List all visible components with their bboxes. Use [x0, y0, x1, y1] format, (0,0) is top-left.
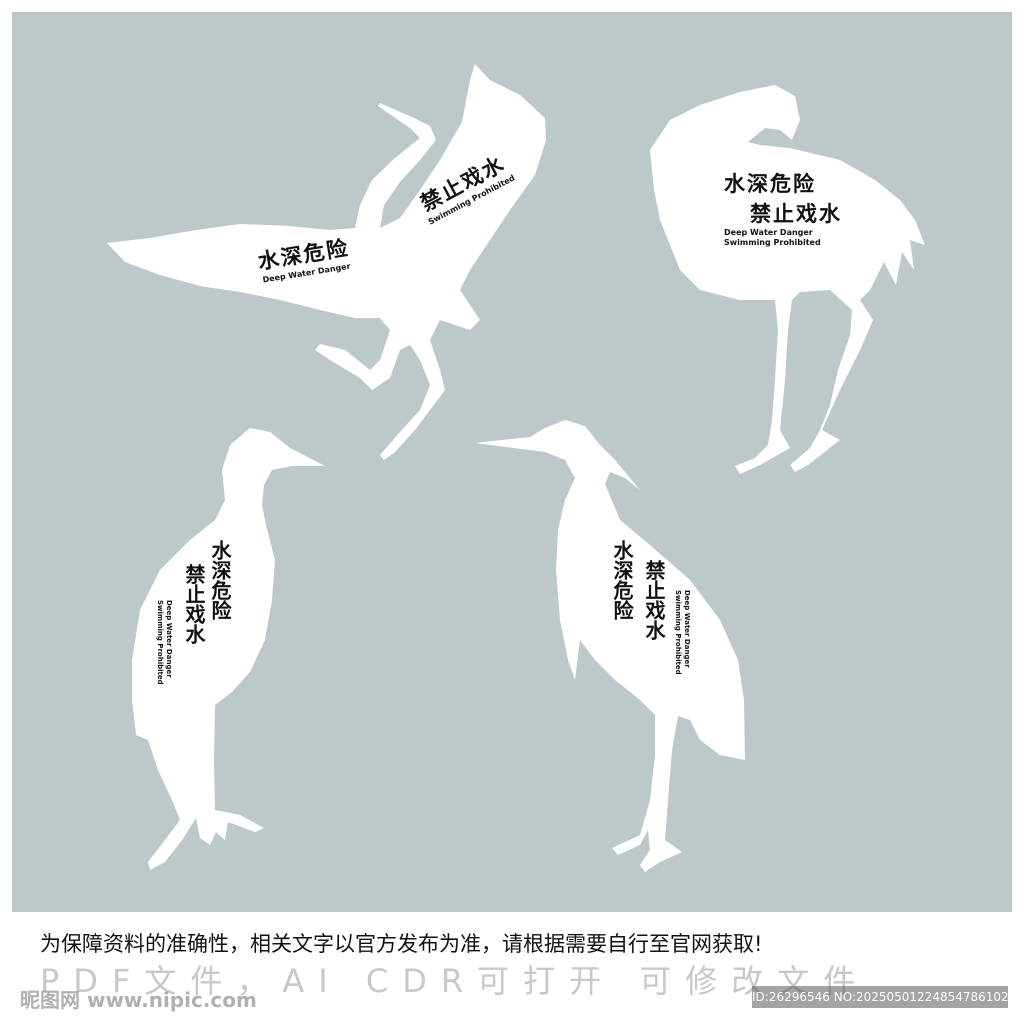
preening-crane-icon	[650, 85, 925, 474]
standing-heron-icon	[475, 420, 745, 872]
heron-swimming-prohibited-cn: 禁止戏水	[642, 560, 666, 640]
heron-deep-water-danger-cn: 水深危险	[610, 540, 634, 620]
swimming-prohibited-en: Swimming Prohibited	[724, 238, 821, 247]
deep-water-danger-cn: 水深危险	[724, 172, 816, 196]
heron-deep-water-danger-en: Deep Water Danger	[683, 590, 691, 668]
egret-deep-water-danger-en: Deep Water Danger	[165, 600, 173, 678]
heron-swimming-prohibited-en: Swimming Prohibited	[674, 590, 682, 675]
egret-swimming-prohibited-en: Swimming Prohibited	[156, 600, 164, 685]
flying-crane-icon	[107, 64, 546, 460]
id-watermark: ID:26296546 NO:20250501224854786102	[752, 986, 1009, 1008]
standing-egret-icon	[132, 428, 325, 870]
deep-water-danger-en: Deep Water Danger	[724, 228, 813, 237]
egret-swimming-prohibited-cn: 禁止戏水	[182, 564, 206, 644]
site-watermark: 昵图网 www.nipic.com	[20, 988, 257, 1012]
file-format-note: PDF文件，AI CDR可打开 可修改文件	[40, 962, 870, 1000]
swimming-prohibited-cn: 禁止戏水	[750, 202, 842, 226]
preening-crane-sign: 水深危险 禁止戏水 Deep Water Danger Swimming Pro…	[724, 168, 864, 248]
egret-deep-water-danger-cn: 水深危险	[208, 540, 232, 620]
disclaimer-caption: 为保障资料的准确性，相关文字以官方发布为准，请根据需要自行至官网获取!	[40, 932, 763, 956]
